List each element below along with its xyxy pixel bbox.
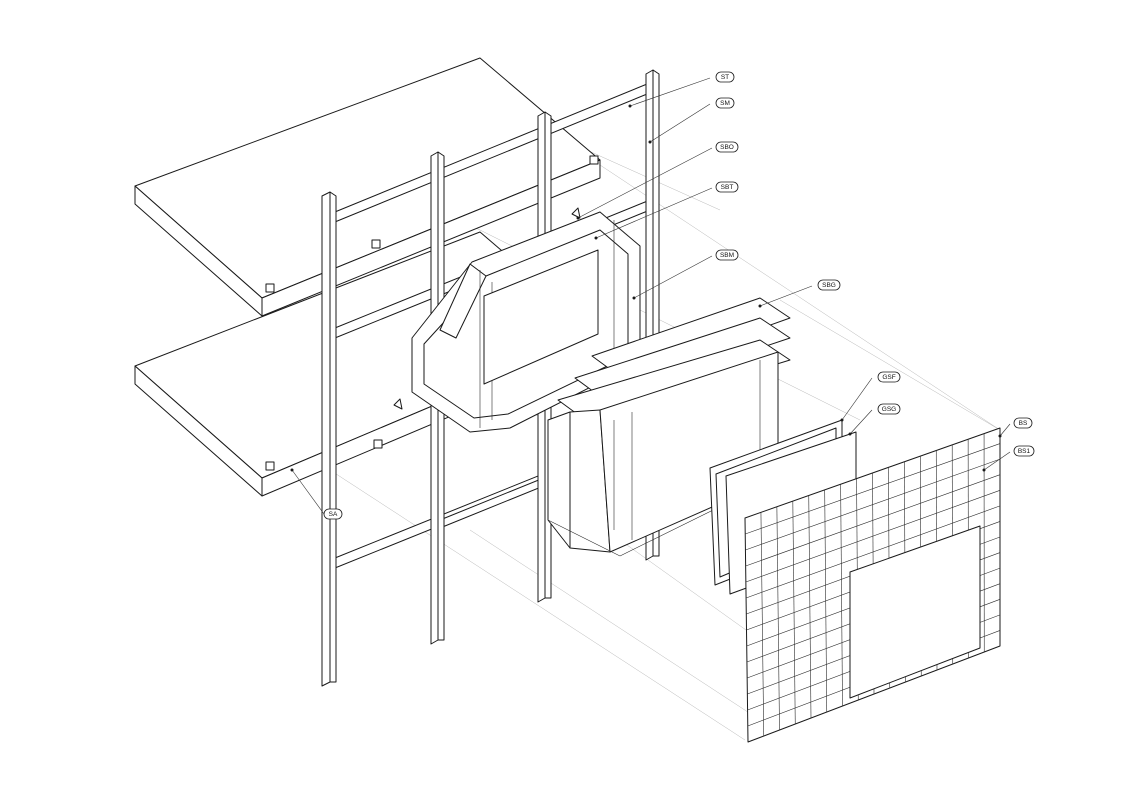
grid-box-frame [547,297,791,557]
tag-sm-text: SM [720,100,730,107]
wall-grid-line [745,505,1001,599]
wall-grid-line [745,443,1001,535]
tag-sbo-text: SBO [720,144,734,151]
tag-st-text: ST [721,74,729,81]
tag-bs1: BS1 [1013,445,1035,457]
tag-sbt-text: SBT [721,184,734,191]
tag-bs: BS [1013,417,1033,429]
tag-gsf: GSF [877,371,901,383]
tag-st: ST [715,71,735,83]
tag-gsg: GSG [877,403,901,415]
wall-grid-line [745,490,1001,583]
callout-leaders [290,77,1011,515]
tag-sbm-text: SBM [720,252,734,259]
tag-sa-text: SA [329,511,338,518]
tag-sm: SM [715,97,735,109]
tag-sbm: SBM [715,249,739,261]
tag-bs1-text: BS1 [1018,448,1031,455]
tag-sbt: SBT [715,181,739,193]
tag-sbg: SBG [817,279,841,291]
tag-bs-text: BS [1019,420,1028,427]
wall-grid-line [745,458,1001,551]
block-wall [744,427,1001,743]
callout-tags: ST SM SBO SBT SBM SBG GSF GSG [323,71,1035,520]
wall-grid-line [745,474,1001,567]
tag-sa: SA [323,508,343,520]
tag-gsf-text: GSF [882,374,895,381]
tag-sbg-text: SBG [822,282,836,289]
tag-gsg-text: GSG [882,406,896,413]
tag-sbo: SBO [715,141,739,153]
